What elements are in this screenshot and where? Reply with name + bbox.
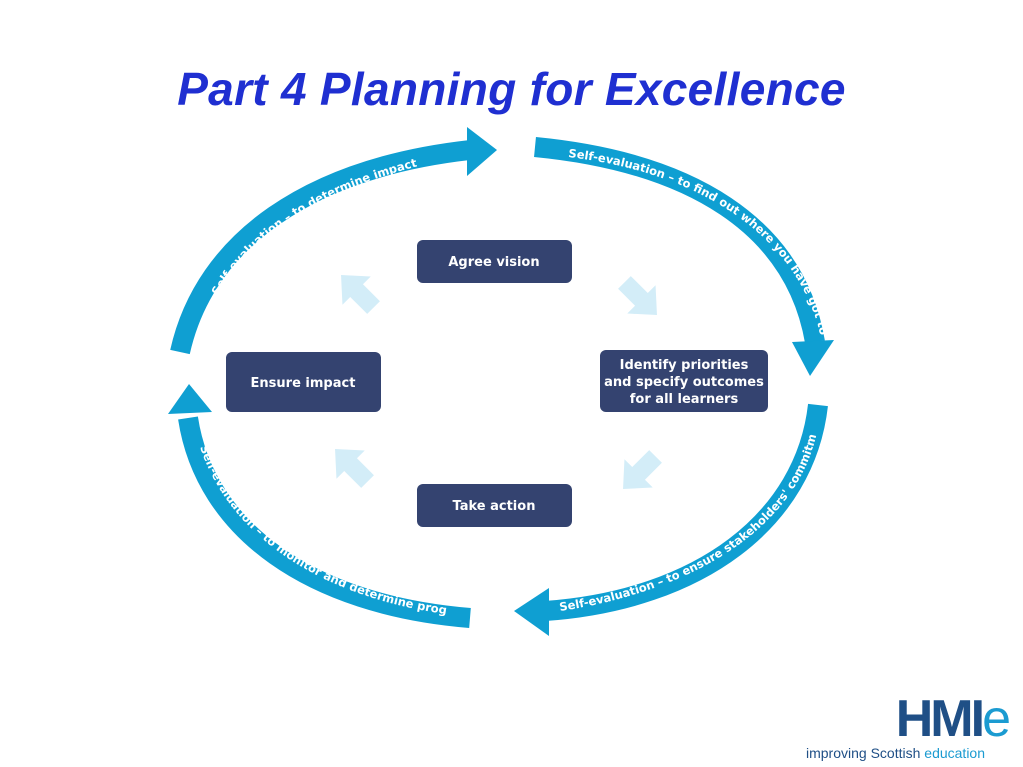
- node-label: Take action: [453, 499, 536, 514]
- arc-top-right: Self-evaluation – to find out where you …: [534, 137, 834, 376]
- node-label-line-2: and specify outcomes: [604, 375, 764, 390]
- logo-mark-hmi: HMI: [895, 690, 985, 748]
- hmie-logo: HMIe improving Scottish education: [771, 693, 1011, 761]
- arc-label-bottom-right: Self-evaluation – to ensure stakeholders…: [0, 0, 819, 614]
- svg-text:Self-evaluation – to monitor a: Self-evaluation – to monitor and determi…: [0, 0, 448, 617]
- node-take-action: Take action: [417, 484, 572, 527]
- arrowhead-icon: [792, 340, 834, 376]
- logo-tagline-text: improving Scottish: [806, 745, 925, 761]
- node-label: Agree vision: [448, 255, 539, 270]
- node-agree-vision: Agree vision: [417, 240, 572, 283]
- inner-arrow-down-left-icon: [623, 450, 662, 489]
- logo-mark-e: e: [982, 690, 1011, 748]
- arrowhead-icon: [168, 384, 212, 414]
- svg-text:Self-evaluation – to determine: Self-evaluation – to determine impact: [208, 156, 418, 298]
- node-identify-priorities: Identify priorities and specify outcomes…: [600, 350, 768, 412]
- arc-bottom-left: Self-evaluation – to monitor and determi…: [0, 0, 471, 628]
- node-label: Ensure impact: [251, 376, 356, 391]
- arrowhead-icon: [467, 127, 497, 176]
- arc-label-bottom-left: Self-evaluation – to monitor and determi…: [0, 0, 448, 617]
- node-label-line-1: Identify priorities: [620, 358, 749, 373]
- node-label-line-3: for all learners: [630, 392, 739, 407]
- node-ensure-impact: Ensure impact: [226, 352, 381, 412]
- logo-tagline-education: education: [924, 745, 985, 761]
- arrowhead-icon: [514, 588, 549, 636]
- inner-arrow-up-right-icon: [341, 275, 380, 314]
- svg-text:Self-evaluation – to find out: Self-evaluation – to find out where you …: [568, 146, 831, 336]
- arc-label-top-right: Self-evaluation – to find out where you …: [568, 146, 831, 336]
- logo-mark: HMIe: [771, 693, 1011, 745]
- svg-text:Self-evaluation – to ensure st: Self-evaluation – to ensure stakeholders…: [0, 0, 819, 614]
- page-title: Part 4 Planning for Excellence: [177, 63, 846, 115]
- inner-arrow-down-right-icon: [618, 276, 657, 315]
- arc-label-top-left: Self-evaluation – to determine impact: [208, 156, 418, 298]
- inner-arrow-up-left-icon: [335, 449, 374, 488]
- logo-tagline: improving Scottish education: [771, 745, 1011, 761]
- arc-bottom-right: Self-evaluation – to ensure stakeholders…: [0, 0, 828, 636]
- arc-top-left: Self-evaluation – to determine impact: [170, 127, 497, 355]
